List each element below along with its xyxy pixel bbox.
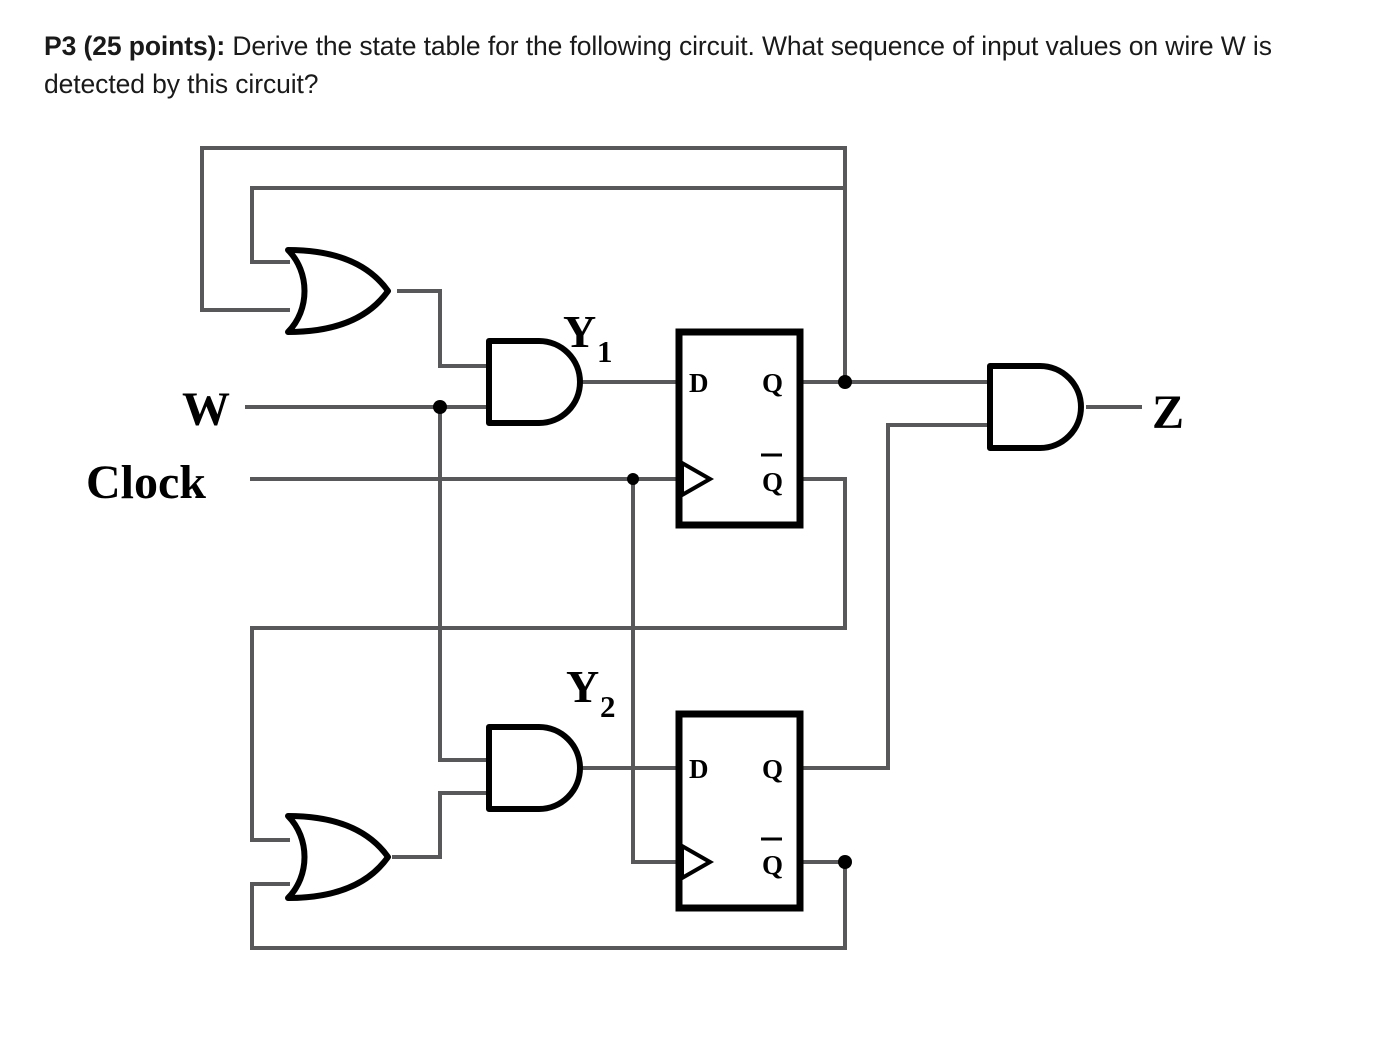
signal-label-y2: Y 2 [566,661,616,724]
wire-clock-branch-down [631,477,681,864]
input-label-clock: Clock [86,456,206,509]
wire-junctions [433,375,852,869]
signal-label-y1: Y 1 [563,306,613,369]
ff2-q-label: Q [762,754,783,784]
wire-or2-to-and2 [392,791,489,859]
problem-text: Derive the state table for the following… [44,31,1272,99]
wire-ff1qbar-loop [250,477,847,842]
gate-and3 [990,366,1081,448]
output-label-z: Z [1152,386,1184,439]
ff2-d-label: D [689,754,709,784]
flipflop-2: D Q Q [675,710,804,912]
ff2-qbar-label: Q [762,850,783,880]
problem-number: P3 (25 points): [44,31,226,61]
y2-subscript: 2 [600,689,616,724]
ff1-qbar-label: Q [762,467,783,497]
junction-clock-branch [627,473,639,485]
input-label-w: W [182,383,230,436]
gate-and2 [489,727,580,809]
wire-w-branch-down [438,405,489,762]
junction-ff1q [838,375,852,389]
junction-w-branch [433,400,447,414]
wire-or1-to-and1 [397,289,489,368]
wire-feedback-outer-top [200,146,847,312]
ff1-d-label: D [689,368,709,398]
y1-base: Y [563,306,596,357]
gate-or2 [288,816,388,898]
wire-feedback-inner-top [250,186,847,264]
junction-ff2qbar [838,855,852,869]
gate-or1 [288,250,388,332]
ff1-q-label: Q [762,368,783,398]
flipflop-1: D Q Q [675,328,804,529]
ff1-clock-triangle-icon [680,459,715,499]
wire-ff2q-to-and3 [798,423,990,770]
problem-statement: P3 (25 points): Derive the state table f… [44,28,1314,103]
ff2-clock-triangle-icon [680,842,715,882]
y1-subscript: 1 [597,334,613,369]
wire-ff2qbar-loop [250,860,847,950]
y2-base: Y [566,661,599,712]
